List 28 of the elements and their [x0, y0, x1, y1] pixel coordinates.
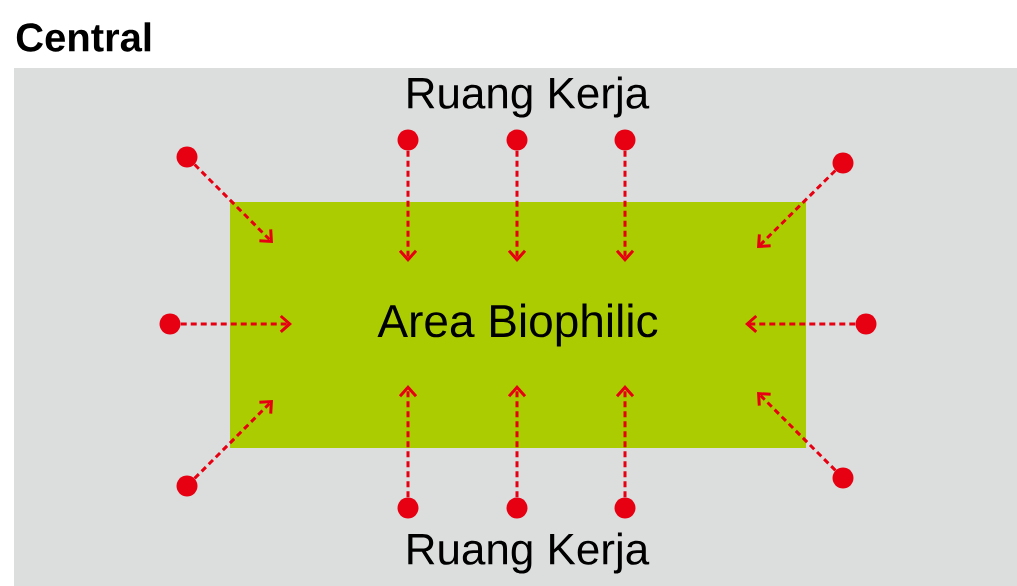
arrow	[757, 169, 837, 248]
arrow	[180, 314, 292, 334]
dot	[397, 129, 419, 151]
arrow	[193, 400, 273, 480]
dot	[506, 129, 528, 151]
arrow	[745, 314, 856, 334]
area-label: Ruang Kerja	[408, 76, 650, 118]
arrow	[615, 150, 635, 262]
dot	[397, 497, 419, 519]
arrow	[398, 385, 418, 498]
dot	[159, 313, 181, 335]
area-label: Ruang Kerja	[408, 532, 650, 574]
arrow	[615, 385, 635, 498]
arrow	[398, 150, 418, 262]
arrow	[193, 163, 273, 243]
dot	[855, 313, 877, 335]
dot	[832, 467, 854, 489]
title: Central	[16, 22, 151, 52]
dot	[614, 129, 636, 151]
dot	[832, 152, 854, 174]
dot	[176, 475, 198, 497]
zone-box: Area Biophilic	[230, 202, 806, 448]
dot	[614, 497, 636, 519]
arrow	[757, 392, 837, 472]
dot	[506, 497, 528, 519]
arrow	[507, 385, 527, 498]
arrow	[507, 150, 527, 262]
dot	[176, 146, 198, 168]
